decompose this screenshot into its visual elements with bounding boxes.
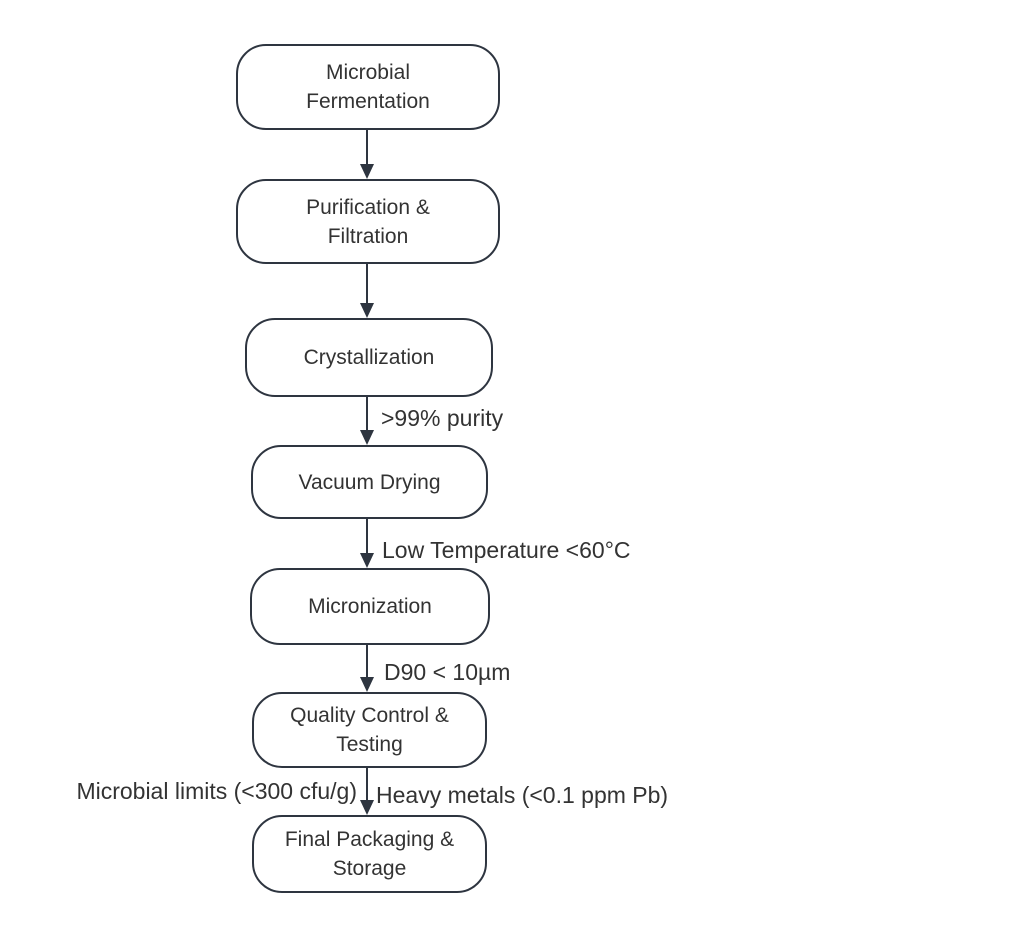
arrow-purification-to-crystallization	[360, 264, 374, 318]
node-microbial-fermentation: Microbial Fermentation	[236, 44, 500, 130]
arrowhead-icon	[360, 800, 374, 815]
arrow-shaft	[366, 397, 368, 432]
edge-label-heavy-metals: Heavy metals (<0.1 ppm Pb)	[376, 782, 669, 808]
edge-label-d90: D90 < 10µm	[384, 659, 511, 685]
arrow-fermentation-to-purification	[360, 130, 374, 179]
arrow-quality-control-to-final-packaging	[360, 768, 374, 815]
edge-label-purity: >99% purity	[381, 405, 504, 431]
node-micronization: Micronization	[250, 568, 490, 645]
arrow-shaft	[366, 768, 368, 802]
arrow-micronization-to-quality-control	[360, 645, 374, 692]
node-vacuum-drying: Vacuum Drying	[251, 445, 488, 519]
edge-label-microbial-limits: Microbial limits (<300 cfu/g)	[76, 778, 357, 804]
node-crystallization: Crystallization	[245, 318, 493, 397]
arrow-shaft	[366, 130, 368, 166]
edge-label-low-temperature: Low Temperature <60°C	[382, 537, 631, 563]
arrow-shaft	[366, 645, 368, 679]
arrowhead-icon	[360, 164, 374, 179]
node-quality-control-testing: Quality Control & Testing	[252, 692, 487, 768]
arrow-vacuum-drying-to-micronization	[360, 519, 374, 568]
arrow-shaft	[366, 264, 368, 305]
node-final-packaging-storage: Final Packaging & Storage	[252, 815, 487, 893]
arrowhead-icon	[360, 430, 374, 445]
arrowhead-icon	[360, 553, 374, 568]
node-purification-filtration: Purification & Filtration	[236, 179, 500, 264]
arrow-crystallization-to-vacuum-drying	[360, 397, 374, 445]
arrowhead-icon	[360, 677, 374, 692]
arrowhead-icon	[360, 303, 374, 318]
arrow-shaft	[366, 519, 368, 555]
